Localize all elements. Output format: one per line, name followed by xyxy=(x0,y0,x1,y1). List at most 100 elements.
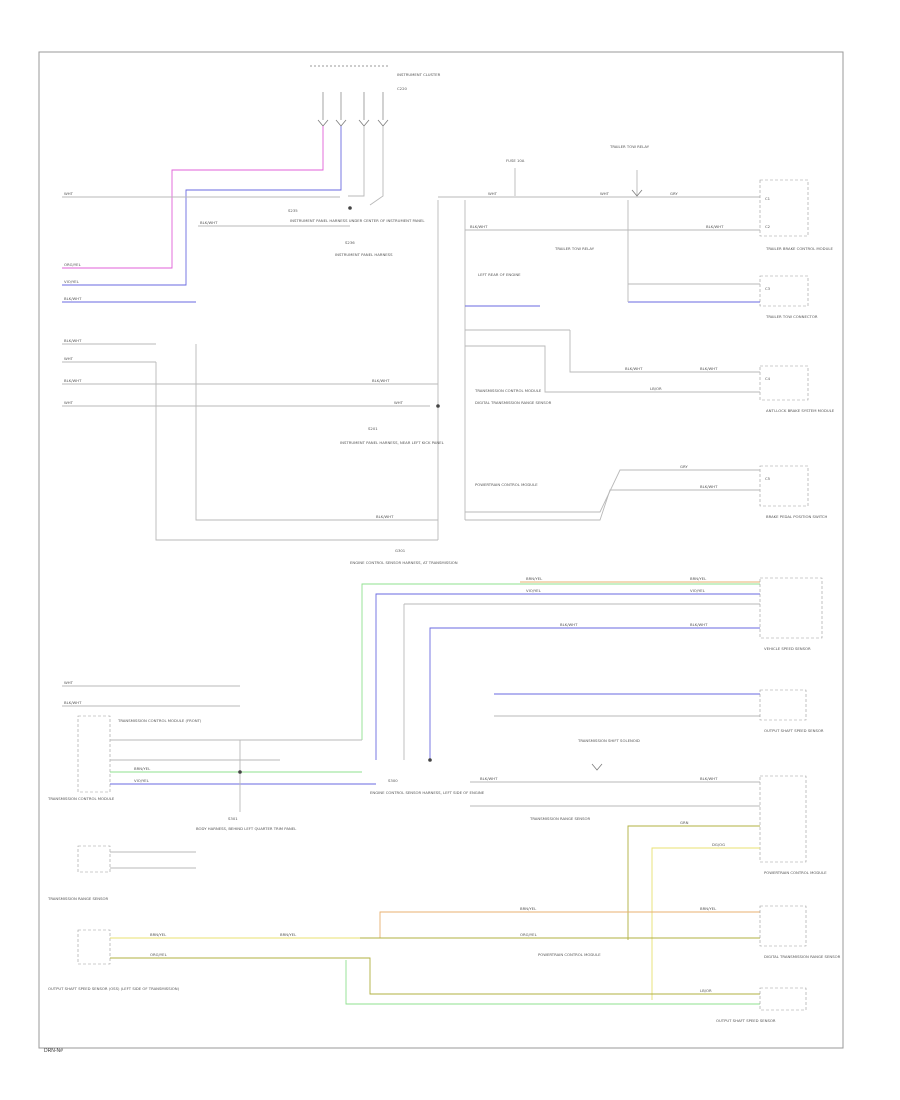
wire-green-bottom xyxy=(345,960,760,1005)
component-label: TRAILER TOW CONNECTOR xyxy=(765,314,818,319)
component-label: POWERTRAIN CONTROL MODULE xyxy=(764,870,827,875)
wire-r6 xyxy=(465,489,760,521)
wire-label: BLK/WHT xyxy=(690,622,708,627)
component-label: DIGITAL TRANSMISSION RANGE SENSOR xyxy=(475,400,552,405)
circuit-label: C5 xyxy=(765,476,771,481)
wire-pink xyxy=(62,126,324,269)
component-label: TRANSMISSION CONTROL MODULE xyxy=(474,388,542,393)
splice-description: ENGINE CONTROL SENSOR HARNESS, AT TRANSM… xyxy=(350,560,458,565)
wire-l-loop xyxy=(155,362,438,541)
vss-connector xyxy=(759,577,823,639)
wire-label: WHT xyxy=(488,191,498,196)
wire-label: BLK/WHT xyxy=(700,776,718,781)
wire-label: LB/OR xyxy=(650,386,662,391)
wire-label: DG/OG xyxy=(712,842,725,847)
wire-label: LB/OR xyxy=(700,988,712,993)
wire-olive xyxy=(627,825,760,940)
component-label: TRAILER TOW RELAY xyxy=(554,246,595,251)
wire-label: BLK/WHT xyxy=(560,622,578,627)
splice-label: S235 xyxy=(288,208,298,213)
wire-label: BRN/YEL xyxy=(700,906,717,911)
component-label: OUTPUT SHAFT SPEED SENSOR xyxy=(764,728,824,733)
right-module-column: C1 C2 TRAILER BRAKE CONTROL MODULE C3 TR… xyxy=(759,179,835,519)
wire-label: BLK/WHT xyxy=(200,220,218,225)
wire-label: VIO/YEL xyxy=(64,279,80,284)
wire-label: BRN/YEL xyxy=(526,576,543,581)
wire-orange-bottom xyxy=(110,911,760,939)
wire-label: WHT xyxy=(64,356,74,361)
wire-olive-bottom xyxy=(110,957,760,995)
wire-label: WHT xyxy=(64,400,74,405)
wire-label: BRN/YEL xyxy=(280,932,297,937)
component-label: BRAKE PEDAL POSITION SWITCH xyxy=(766,514,828,519)
splice-label: S300 xyxy=(388,778,398,783)
oss-connector xyxy=(759,689,807,721)
splice-label: S301 xyxy=(228,816,238,821)
wire-label: ORG/YEL xyxy=(520,932,538,937)
wire-gray-1 xyxy=(348,126,365,197)
component-label: OUTPUT SHAFT SPEED SENSOR xyxy=(716,1018,776,1023)
wire-label: BRN/YEL xyxy=(150,932,167,937)
splice-description: INSTRUMENT PANEL HARNESS xyxy=(335,252,393,257)
component-label: DIGITAL TRANSMISSION RANGE SENSOR xyxy=(764,954,841,959)
component-label: TRANSMISSION SHIFT SOLENOID xyxy=(577,738,640,743)
wire-blue-drop xyxy=(429,627,760,760)
splice-label: S201 xyxy=(368,426,378,431)
component-label: TRANSMISSION CONTROL MODULE xyxy=(47,796,115,801)
wire-label: BLK/WHT xyxy=(372,378,390,383)
wire-blue-upper xyxy=(62,126,342,286)
circuit-label: C4 xyxy=(765,376,771,381)
wire-label: BLK/WHT xyxy=(625,366,643,371)
component-label: POWERTRAIN CONTROL MODULE xyxy=(475,482,538,487)
cluster-connector-label: C220 xyxy=(397,86,407,91)
relay-connector-mark xyxy=(631,189,643,197)
wire-r5 xyxy=(465,345,760,393)
fuse-label: FUSE 10A xyxy=(506,158,525,163)
wire-r7 xyxy=(465,469,760,513)
wire-label: ORG/YEL xyxy=(150,952,168,957)
splice-dot xyxy=(238,770,242,774)
wire-label: VIO/YEL xyxy=(134,778,150,783)
wire-label: WHT xyxy=(64,191,74,196)
wire-label: GRY xyxy=(670,191,678,196)
splice-description: INSTRUMENT PANEL HARNESS UNDER CENTER OF… xyxy=(290,218,425,223)
wire-blue-mid xyxy=(375,593,760,760)
wire-label: VIO/YEL xyxy=(526,588,542,593)
component-label: TRANSMISSION RANGE SENSOR xyxy=(47,896,109,901)
component-label: OUTPUT SHAFT SPEED SENSOR (OSS) (LEFT SI… xyxy=(48,986,180,991)
wire-label: GRN xyxy=(680,820,689,825)
circuit-label: C2 xyxy=(765,224,771,229)
component-label: POWERTRAIN CONTROL MODULE xyxy=(538,952,601,957)
wire-label: BLK/WHT xyxy=(700,366,718,371)
oss-right-connector xyxy=(759,987,807,1011)
wire-label: BRN/YEL xyxy=(690,576,707,581)
wire-label: VIO/YEL xyxy=(690,588,706,593)
component-label: TRANSMISSION CONTROL MODULE (FRONT) xyxy=(117,718,202,723)
wire-l-loop2 xyxy=(195,344,438,521)
page-border xyxy=(38,51,844,1049)
component-label: ANTI-LOCK BRAKE SYSTEM MODULE xyxy=(766,408,835,413)
wire-label: BLK/WHT xyxy=(64,338,82,343)
tss-connector xyxy=(759,905,807,947)
pcm-connector xyxy=(759,775,807,863)
tr-sensor-connector xyxy=(77,845,111,873)
component-label: TRAILER BRAKE CONTROL MODULE xyxy=(765,246,833,251)
component-label: VEHICLE SPEED SENSOR xyxy=(764,646,811,651)
splice-description: ENGINE CONTROL SENSOR HARNESS, LEFT SIDE… xyxy=(370,790,485,795)
wire-label: BLK/WHT xyxy=(64,296,82,301)
splice-description: BODY HARNESS, BEHIND LEFT QUARTER TRIM P… xyxy=(196,826,297,831)
solenoid-connector-mark xyxy=(591,763,603,771)
wire-label: WHT xyxy=(64,680,74,685)
wire-gray-2 xyxy=(369,126,384,206)
note-label: LEFT REAR OF ENGINE xyxy=(478,272,521,277)
circuit-label: C3 xyxy=(765,286,771,291)
wire-green-top xyxy=(361,583,760,740)
wire-label: BLK/WHT xyxy=(700,484,718,489)
tcm-left-connector xyxy=(77,715,111,793)
wire-label: BLK/WHT xyxy=(376,514,394,519)
oss-left-connector xyxy=(77,929,111,965)
wire-label: BRN/YEL xyxy=(520,906,537,911)
wire-label: WHT xyxy=(600,191,610,196)
wire-label: BLK/WHT xyxy=(706,224,724,229)
